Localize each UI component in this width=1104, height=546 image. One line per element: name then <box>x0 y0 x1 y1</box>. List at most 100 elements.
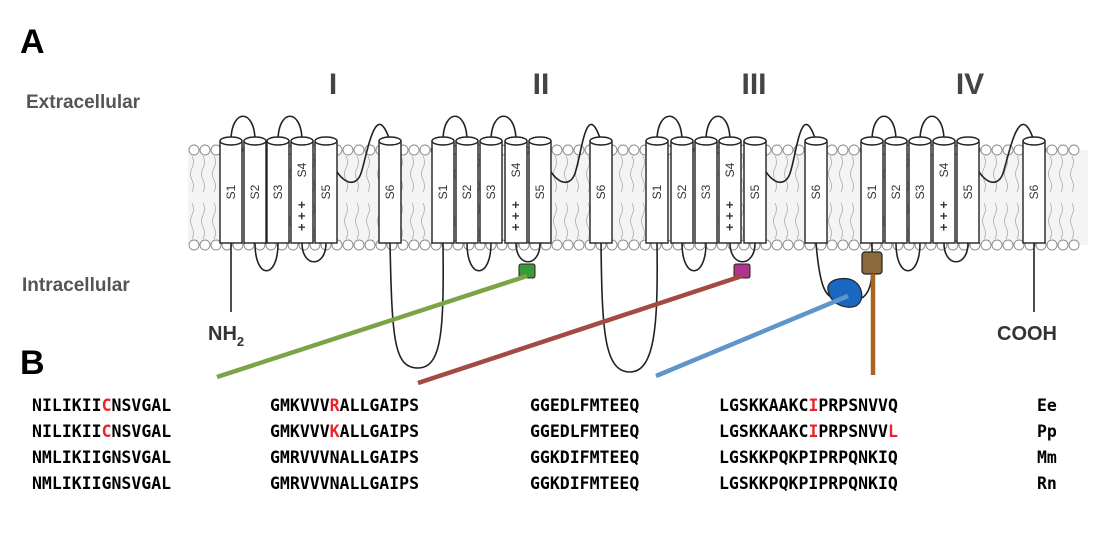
lipid-head <box>419 239 431 251</box>
intracellular-loop <box>515 242 541 263</box>
helix-d1-s1: S1 <box>219 136 243 244</box>
residue: I <box>61 422 72 441</box>
residue: M <box>279 422 290 441</box>
helix-d1-s3: S3 <box>266 136 290 244</box>
lipid-head <box>617 144 629 156</box>
lipid-tail <box>828 202 832 240</box>
lipid-head <box>771 144 783 156</box>
lipid-tail <box>839 155 843 193</box>
lipid-tail <box>366 155 370 193</box>
lipid-tail <box>201 202 205 240</box>
helix-label: S6 <box>809 184 823 199</box>
extracellular-loop <box>442 115 468 142</box>
charge-marks: + + + <box>722 201 737 231</box>
residue: I <box>389 422 400 441</box>
residue: A <box>778 396 789 415</box>
lipid-tail <box>773 202 777 240</box>
lipid-head <box>199 239 211 251</box>
sequence-segment: LGSKKAAKCIPRPSNVVQ <box>719 393 898 419</box>
lipid-head <box>408 144 420 156</box>
connector-line <box>655 293 849 379</box>
lipid-tail <box>553 202 557 240</box>
lipid-tail <box>828 155 832 193</box>
residue: K <box>758 396 769 415</box>
residue: I <box>91 396 102 415</box>
highlighted-residue: C <box>101 396 112 415</box>
species-code: Rn <box>1037 474 1057 493</box>
residue: S <box>848 396 859 415</box>
helix-label: S1 <box>865 184 879 199</box>
helix-d4-s5: S5 <box>956 136 980 244</box>
lipid-head <box>837 144 849 156</box>
residue: I <box>41 422 52 441</box>
lipid-tail <box>366 202 370 240</box>
sequence-segment: GMKVVVRALLGAIPS <box>270 393 419 419</box>
lipid-head <box>991 144 1003 156</box>
residue: A <box>339 396 350 415</box>
helix-d2-s1: S1 <box>431 136 455 244</box>
site-connectors <box>216 273 876 386</box>
domain-label-4: IV <box>956 68 984 101</box>
lipid-head <box>210 239 222 251</box>
sequence-segment: GMKVVVKALLGAIPS <box>270 419 419 445</box>
residue: G <box>141 396 152 415</box>
lipid-head <box>782 144 794 156</box>
residue: S <box>121 396 132 415</box>
residue: P <box>838 396 849 415</box>
lipid-head <box>1057 239 1069 251</box>
helix-label: S3 <box>913 184 927 199</box>
intracellular-loop <box>254 242 279 272</box>
highlighted-residue: R <box>329 396 340 415</box>
residue: L <box>359 422 370 441</box>
extracellular-label: Extracellular <box>26 92 141 113</box>
lipid-head <box>199 144 211 156</box>
lipid-tail <box>619 202 623 240</box>
domain-label-3: III <box>741 68 766 101</box>
helix-label: S5 <box>319 184 333 199</box>
lipid-tail <box>1004 202 1008 240</box>
helix-d2-s6: S6 <box>589 136 613 244</box>
lipid-head <box>353 144 365 156</box>
lipid-tail <box>850 202 854 240</box>
residue: G <box>728 422 739 441</box>
intracellular-loop <box>729 242 756 263</box>
helix-label: S4 <box>937 162 951 177</box>
lipid-head <box>1057 144 1069 156</box>
site-marker-domain4 <box>861 251 883 275</box>
helix-d4-s6: S6 <box>1022 136 1046 244</box>
residue: N <box>111 422 122 441</box>
helix-label: S4 <box>723 162 737 177</box>
lipid-tail <box>344 155 348 193</box>
sequence-segment: GGKDIFMTEEQ <box>530 474 640 493</box>
species-code: Pp <box>1037 422 1057 441</box>
lipid-tail <box>190 155 194 193</box>
lipid-tail <box>993 202 997 240</box>
residue: V <box>319 422 330 441</box>
residue: A <box>768 396 779 415</box>
residue: L <box>349 422 360 441</box>
residue: L <box>161 396 172 415</box>
connector-line <box>417 273 743 386</box>
intracellular-loop <box>895 242 921 272</box>
helix-label: S6 <box>383 184 397 199</box>
residue: N <box>858 396 869 415</box>
helix-d3-s2: S2 <box>670 136 694 244</box>
sequence-segment: GGKDIFMTEEQ <box>530 448 640 467</box>
residue: S <box>409 396 420 415</box>
residue: V <box>131 422 142 441</box>
lipid-tail <box>641 202 645 240</box>
residue: P <box>399 422 410 441</box>
residue: A <box>151 396 162 415</box>
extracellular-loop <box>919 115 945 142</box>
lipid-head <box>782 239 794 251</box>
lipid-tail <box>795 202 799 240</box>
residue: L <box>719 422 729 441</box>
residue: A <box>151 422 162 441</box>
residue: I <box>41 396 52 415</box>
lipid-head <box>980 239 992 251</box>
residue: A <box>778 422 789 441</box>
residue: V <box>299 422 310 441</box>
helix-label: S6 <box>594 184 608 199</box>
residue: I <box>61 396 72 415</box>
